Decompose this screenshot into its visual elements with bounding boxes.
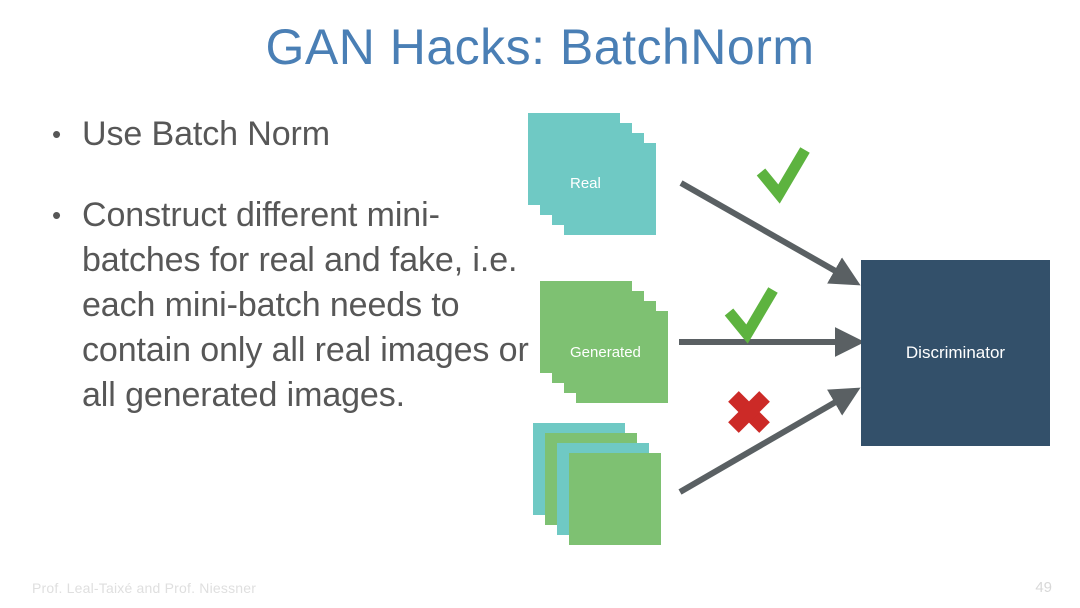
stack-card <box>533 423 625 515</box>
bullet-marker-icon: • <box>52 200 62 230</box>
stack-card <box>564 143 656 235</box>
stack-card <box>545 433 637 525</box>
stack-card <box>540 123 632 215</box>
stack-card <box>576 311 668 403</box>
stack-label-real: Real <box>570 175 601 192</box>
bullet-list: • Use Batch Norm • Construct different m… <box>52 112 532 418</box>
page-title: GAN Hacks: BatchNorm <box>265 19 815 75</box>
footer-authors: Prof. Leal-Taixé and Prof. Niessner <box>32 580 257 596</box>
bullet-text: Use Batch Norm <box>82 115 331 153</box>
arrow-real-to-discriminator <box>679 180 861 286</box>
stack-card <box>552 133 644 225</box>
stack-card <box>569 453 661 545</box>
stack-card <box>552 291 644 383</box>
list-item: • Construct different mini-batches for r… <box>52 193 532 418</box>
bullet-text: Construct different mini-batches for rea… <box>82 196 529 414</box>
stack-label-generated: Generated <box>570 344 641 361</box>
check-icon <box>724 287 778 344</box>
stack-card <box>557 443 649 535</box>
image-stack-mixed <box>533 423 663 558</box>
image-stack-generated: Generated <box>540 281 670 411</box>
stack-card <box>528 113 620 205</box>
stack-card <box>540 281 632 373</box>
footer-page-number: 49 <box>1035 579 1052 596</box>
check-icon <box>756 147 810 204</box>
bullet-marker-icon: • <box>52 119 62 149</box>
stack-card <box>564 301 656 393</box>
list-item: • Use Batch Norm <box>52 112 532 157</box>
discriminator-label: Discriminator <box>905 343 1006 362</box>
arrow-mixed-to-discriminator <box>678 387 861 495</box>
cross-icon <box>728 391 770 433</box>
discriminator-box[interactable]: Discriminator <box>861 260 1050 446</box>
image-stack-real: Real <box>528 113 658 243</box>
